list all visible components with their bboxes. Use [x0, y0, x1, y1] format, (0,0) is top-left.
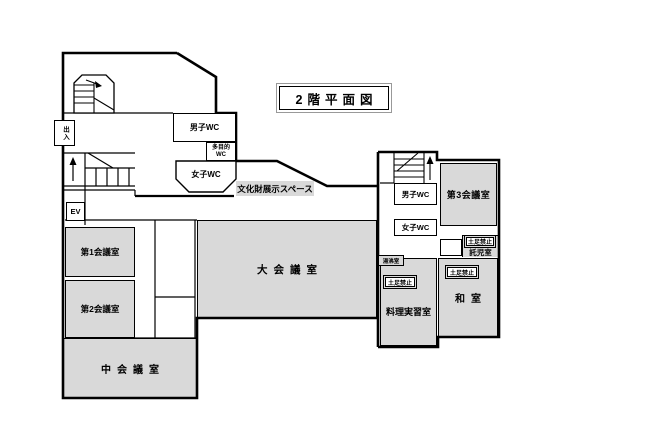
elevator-box: EV — [66, 202, 85, 221]
room-meeting-1-label: 第1会議室 — [80, 247, 120, 257]
mens-wc-left: 男子WC — [173, 113, 236, 142]
mens-wc-left-label: 男子WC — [189, 123, 220, 132]
room-cooking: 料理実習室 — [380, 258, 437, 346]
room-meeting-3-label: 第3会議室 — [446, 190, 491, 200]
room-meeting-3: 第3会議室 — [440, 163, 497, 226]
room-medium-meeting-label: 中会議室 — [101, 364, 165, 376]
room-meeting-1: 第1会議室 — [65, 227, 135, 277]
multipurpose-wc: 多目的 WC — [206, 142, 236, 161]
mens-wc-right: 男子WC — [394, 183, 437, 205]
up-arrow-icon — [69, 157, 77, 165]
arrow-icon — [95, 81, 102, 88]
exhibition-space-label: 文化財展示スペース — [236, 181, 314, 196]
no-shoes-badge-cooking-room: 土足禁止 — [383, 275, 417, 289]
womens-wc-left-label: 女子WC — [191, 169, 221, 179]
room-nursery-label: 託児室 — [469, 247, 492, 257]
room-japanese-label: 和室 — [455, 294, 487, 305]
entrance-label: 出入 — [61, 125, 69, 141]
nursery-side-box — [440, 239, 462, 256]
stairs-right-icon — [393, 152, 434, 183]
room-medium-meeting: 中会議室 — [63, 338, 197, 398]
multipurpose-wc-label: 多目的 WC — [211, 144, 230, 158]
up-arrow-icon — [426, 156, 434, 164]
room-large-meeting-label: 大会議室 — [257, 263, 323, 276]
mens-wc-right-label: 男子WC — [401, 189, 430, 199]
stairs-lower-left-icon — [63, 152, 135, 191]
womens-wc-right: 女子WC — [394, 219, 437, 236]
womens-wc-right-label: 女子WC — [401, 223, 430, 232]
page-title: 2階平面図 — [276, 83, 392, 113]
no-shoes-badge-japanese-room: 土足禁止 — [445, 265, 479, 279]
room-cooking-label: 料理実習室 — [385, 307, 431, 317]
room-large-meeting: 大会議室 — [197, 220, 377, 318]
stairs-upper-left-icon — [73, 74, 115, 114]
room-meeting-2: 第2会議室 — [65, 280, 135, 338]
entrance-box: 出入 — [54, 120, 75, 146]
room-meeting-2-label: 第2会議室 — [80, 304, 120, 314]
elevator-label: EV — [70, 207, 81, 216]
no-shoes-badge-nursery: 土足禁止 — [464, 235, 496, 248]
kitchenette-label: 湯沸室 — [378, 255, 404, 266]
